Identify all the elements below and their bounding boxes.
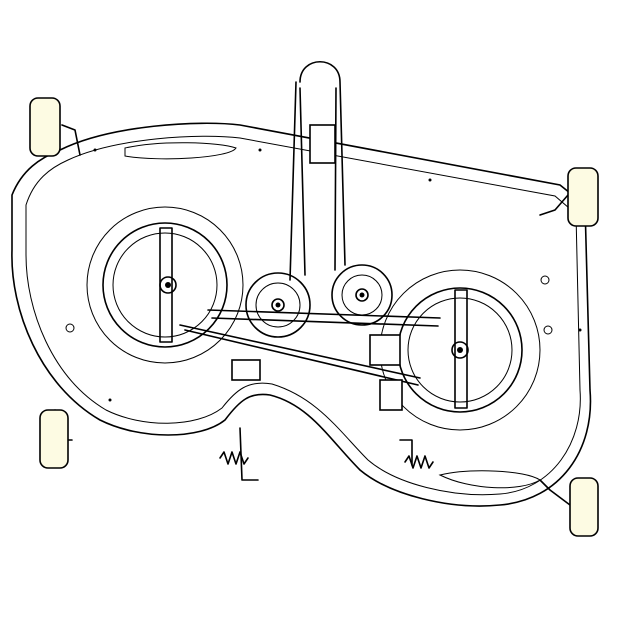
tensioner-mount [379, 379, 403, 411]
left-spindle [86, 206, 244, 364]
deck-inner-rim [25, 135, 581, 496]
hanger-bracket-left [239, 427, 259, 481]
left-blade-well [86, 206, 244, 364]
belt-guide-bracket [309, 124, 336, 164]
tensioner-arm [369, 334, 401, 366]
right-spindle-nut [451, 341, 469, 359]
deck-slot-left [124, 142, 237, 160]
gauge-wheel-front-right [539, 167, 599, 227]
idler-pulley-left [245, 272, 311, 338]
idler-pulley-right [331, 264, 393, 326]
left-blade-guard [159, 227, 173, 343]
main-belt [179, 309, 441, 386]
gauge-wheel-rear-right [539, 477, 599, 537]
right-blade-guard [454, 289, 468, 409]
drive-belt [289, 60, 346, 281]
deck-plate [231, 359, 261, 381]
gauge-wheel-rear-left [39, 409, 73, 469]
spring-right [404, 455, 434, 469]
gauge-wheel-front-left [29, 97, 81, 157]
left-spindle-pulley [102, 222, 228, 348]
spring-left [219, 451, 249, 465]
hanger-bracket-right [399, 439, 413, 466]
deck-bolts [65, 148, 582, 402]
